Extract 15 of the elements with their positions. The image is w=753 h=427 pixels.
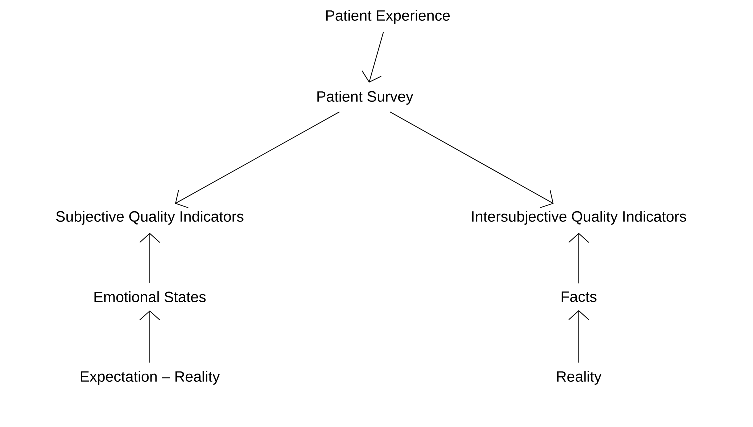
arrow	[390, 112, 554, 208]
node-label: Patient Experience	[326, 10, 450, 24]
node-label: Intersubjective Quality Indicators	[472, 211, 686, 225]
arrow	[568, 310, 590, 364]
node-label: Reality	[557, 371, 602, 385]
node-label: Emotional States	[94, 292, 206, 302]
node-label: Patient Survey	[318, 91, 414, 105]
arrow	[568, 233, 590, 284]
node-label: Subjective Quality Indicators	[56, 211, 244, 225]
arrow	[140, 310, 160, 364]
arrow	[362, 32, 384, 83]
node-label: Facts	[562, 292, 597, 302]
node-label: Expectation – Reality	[81, 371, 220, 385]
arrow	[175, 112, 340, 208]
arrow	[140, 233, 160, 284]
